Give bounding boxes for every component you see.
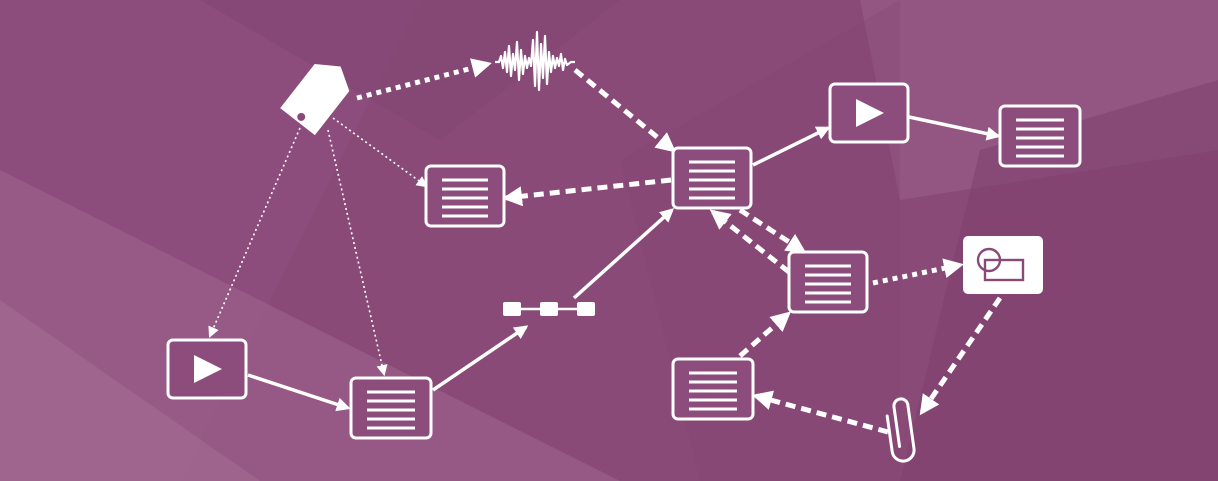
tag-icon — [280, 63, 350, 136]
edge-video-top-to-doc-right-top — [908, 115, 1001, 141]
play-icon — [166, 338, 248, 400]
document-icon — [787, 250, 869, 314]
linked-nodes-icon — [503, 302, 595, 316]
edge-video-left-to-doc-bottom-left — [247, 373, 351, 412]
edge-tag-to-doc-bottom-left — [327, 129, 388, 377]
edge-doc-bottom-left-to-chain — [432, 325, 529, 392]
edge-doc-mid-right-to-doc-center — [709, 209, 791, 274]
edge-doc-center-to-video-top — [752, 126, 831, 167]
edge-attachment-to-doc-bottom-right — [752, 390, 889, 435]
paperclip-icon — [885, 397, 916, 463]
edge-doc-center-to-doc-left — [502, 177, 672, 207]
play-icon — [828, 82, 910, 144]
document-icon — [998, 104, 1082, 168]
document-icon — [671, 146, 753, 210]
edge-image-to-attachment — [919, 296, 1003, 416]
edge-audio-to-doc-center — [573, 68, 677, 153]
edge-doc-center-to-doc-mid-right — [738, 207, 807, 254]
document-icon — [671, 357, 755, 421]
shapes-icon — [963, 236, 1043, 294]
waveform-icon — [495, 30, 575, 92]
edge-tag-to-doc-left — [332, 117, 428, 188]
edge-doc-mid-right-to-image — [872, 258, 964, 286]
edge-tag-to-audio — [356, 58, 492, 101]
edge-doc-bottom-right-to-doc-mid-right — [738, 311, 792, 358]
nodes-layer — [166, 30, 1082, 463]
document-icon — [349, 376, 433, 440]
edge-chain-to-doc-center — [572, 208, 675, 300]
edges-layer — [208, 58, 1003, 435]
document-icon — [424, 164, 506, 228]
